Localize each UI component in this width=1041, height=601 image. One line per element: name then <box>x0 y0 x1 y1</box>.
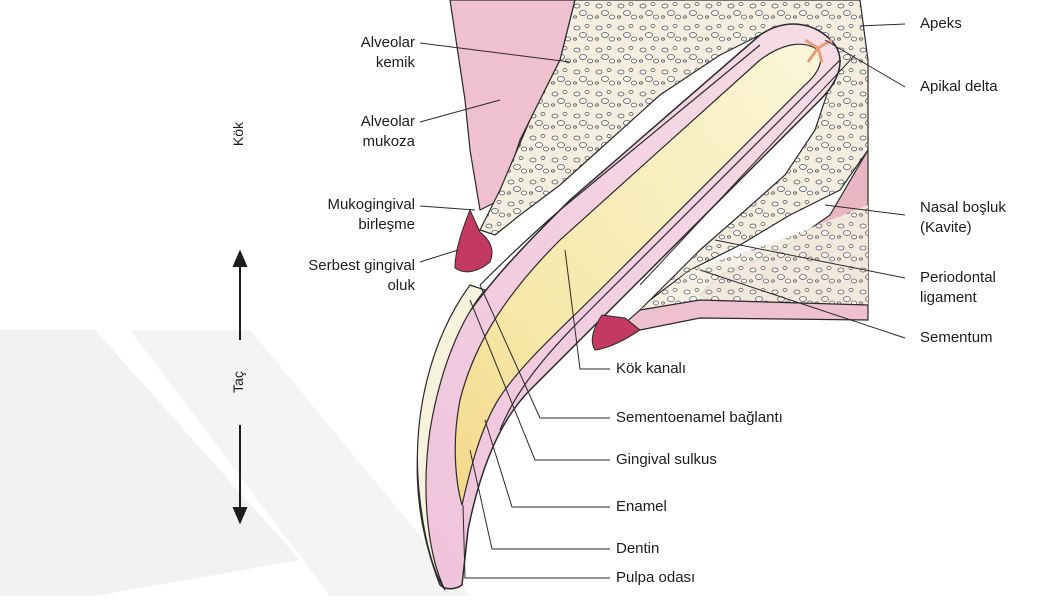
label-line: Mukogingival <box>270 195 415 215</box>
label-apeks: Apeks <box>920 14 962 34</box>
label-line: Alveolar <box>300 33 415 53</box>
label-mukogingival: Mukogingival birleşme <box>270 195 415 235</box>
label-enamel: Enamel <box>616 497 667 517</box>
label-gingival-sulkus: Gingival sulkus <box>616 450 717 470</box>
label-dentin: Dentin <box>616 539 659 559</box>
label-line: ligament <box>920 288 996 308</box>
label-serbest-gingival: Serbest gingival oluk <box>270 256 415 296</box>
label-kok-kanali: Kök kanalı <box>616 359 686 379</box>
label-line: (Kavite) <box>920 218 1006 238</box>
label-apikal-delta: Apikal delta <box>920 77 998 97</box>
label-sementoenamel: Sementoenamel bağlantı <box>616 408 783 428</box>
label-line: oluk <box>270 276 415 296</box>
label-line: Periodontal <box>920 268 996 288</box>
label-line: mukoza <box>300 132 415 152</box>
label-line: Serbest gingival <box>270 256 415 276</box>
side-label-crown: Taç <box>230 364 250 400</box>
label-line: kemik <box>300 53 415 73</box>
label-pulpa: Pulpa odası <box>616 568 695 588</box>
label-sementum: Sementum <box>920 328 993 348</box>
label-alveolar-mukoza: Alveolar mukoza <box>300 112 415 152</box>
label-line: birleşme <box>270 215 415 235</box>
label-nasal-bosluk: Nasal boşluk (Kavite) <box>920 198 1006 238</box>
label-line: Nasal boşluk <box>920 198 1006 218</box>
side-label-root: Kök <box>230 116 250 152</box>
label-line: Alveolar <box>300 112 415 132</box>
label-alveolar-kemik: Alveolar kemik <box>300 33 415 73</box>
lower-pink <box>600 300 868 345</box>
label-periodontal: Periodontal ligament <box>920 268 996 308</box>
